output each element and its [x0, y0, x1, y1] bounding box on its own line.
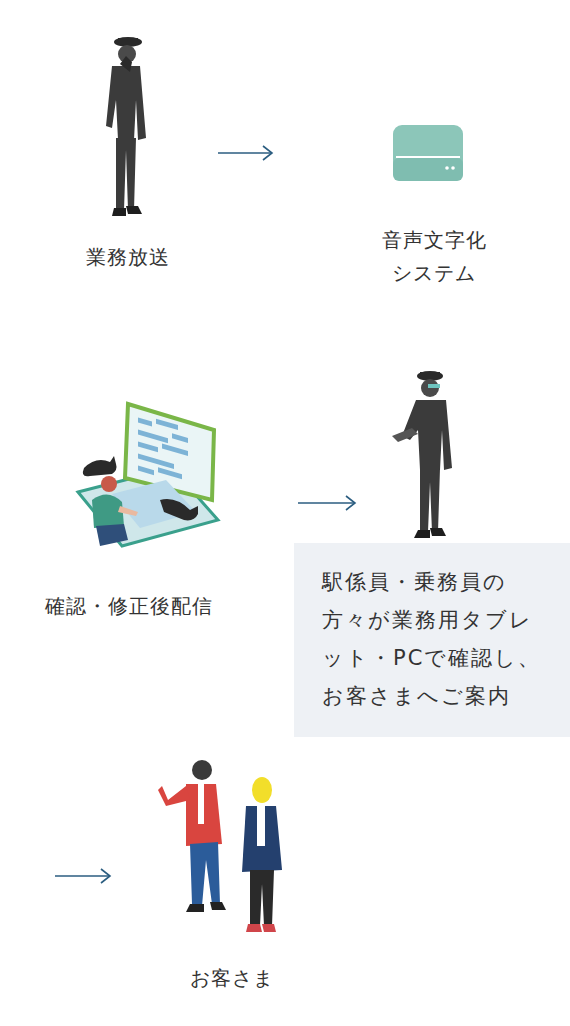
flow-step: お客さま [150, 755, 315, 995]
info-text: 駅係員・乗務員の方々が業務用タブレット・PCで確認し、お客さまへご案内 [322, 563, 552, 715]
flow-arrow [55, 869, 110, 883]
conductor-figure [106, 37, 146, 216]
flow-arrow [218, 152, 272, 154]
step-caption: 音声文字化 システム [378, 224, 490, 290]
flow-step: 確認・修正後配信 [40, 395, 298, 620]
info-box: 駅係員・乗務員の方々が業務用タブレット・PCで確認し、お客さまへご案内 [355, 365, 570, 737]
info-panel: 駅係員・乗務員の方々が業務用タブレット・PCで確認し、お客さまへご案内 [294, 543, 570, 737]
server-icon [393, 125, 463, 181]
flow-step: 音声文字化 システム [272, 120, 512, 295]
staff-figure [392, 371, 452, 538]
laptop-illustration [78, 404, 218, 546]
step-caption: お客さま [172, 963, 292, 993]
customers-figure [158, 760, 282, 932]
flow-step: 業務放送 [70, 30, 218, 275]
flow-arrow [298, 502, 355, 504]
step-caption: 確認・修正後配信 [45, 591, 290, 621]
step-caption: 業務放送 [70, 242, 186, 272]
